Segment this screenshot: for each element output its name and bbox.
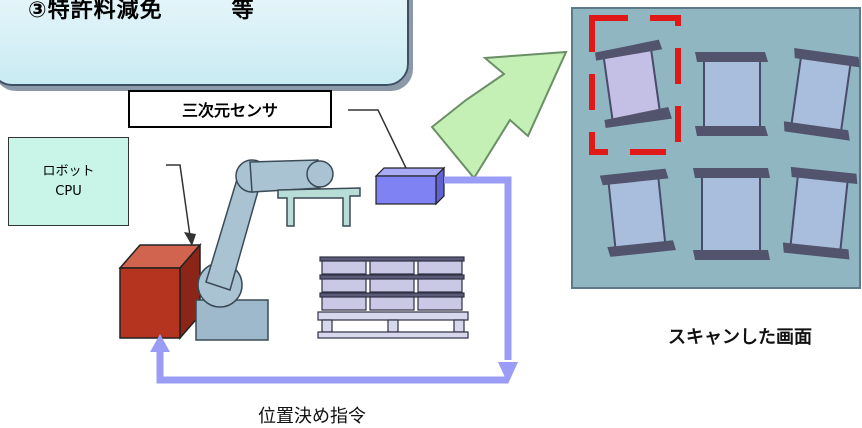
scan-box-4 <box>599 168 676 257</box>
robot-arm <box>195 159 361 341</box>
callout-box: ③特許料減免 等 <box>0 0 409 86</box>
pallet-stack <box>317 256 469 339</box>
scan-caption: スキャンした画面 <box>668 327 812 348</box>
3d-sensor <box>374 166 446 206</box>
scan-box-3 <box>783 47 861 141</box>
scan-box-2 <box>695 52 768 136</box>
robot-cpu-line1: ロボット <box>42 163 95 179</box>
command-loop <box>150 176 518 384</box>
selection-marker <box>589 15 681 155</box>
big-arrow <box>430 50 568 180</box>
robot-cpu-line2: CPU <box>55 183 82 199</box>
controller-cabinet <box>118 242 202 341</box>
scan-box-1 <box>595 39 672 128</box>
sensor-label: 三次元センサ <box>128 90 332 128</box>
sensor-leader <box>348 109 407 169</box>
scan-box-6 <box>782 166 858 260</box>
cpu-leader <box>166 164 191 237</box>
scan-box-5 <box>693 168 770 260</box>
command-label: 位置決め指令 <box>258 406 366 427</box>
robot-cpu-box: ロボット CPU <box>8 137 129 226</box>
callout-text: ③特許料減免 等 <box>28 0 255 23</box>
